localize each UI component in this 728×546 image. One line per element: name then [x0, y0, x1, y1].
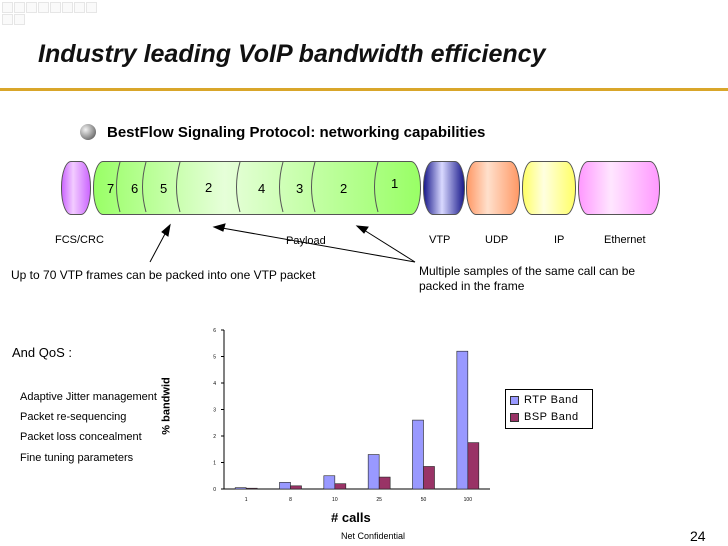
- segment-fcs: [61, 161, 91, 215]
- payload-number: 5: [160, 181, 168, 196]
- bar-rtp: [279, 482, 291, 490]
- qos-item: Adaptive Jitter management: [20, 391, 157, 403]
- bar-bsp: [334, 483, 347, 490]
- qos-item: Packet loss concealment: [20, 431, 142, 443]
- legend-entry-bsp: BSP Band: [510, 411, 579, 423]
- qos-item: Fine tuning parameters: [20, 452, 134, 464]
- decor-square: [74, 2, 85, 13]
- segment-ethernet: [578, 161, 660, 215]
- payload-number: 4: [258, 181, 266, 196]
- page-number: 24: [690, 528, 706, 544]
- bar-bsp: [467, 442, 480, 490]
- segment-udp: [466, 161, 520, 215]
- decor-square: [14, 14, 25, 25]
- decor-square: [2, 14, 13, 25]
- bar-bsp: [423, 466, 435, 490]
- note-packing: Up to 70 VTP frames can be packed into o…: [11, 268, 316, 282]
- y-tick-label: 4: [213, 381, 216, 387]
- chart-legend: RTP Band BSP Band: [505, 389, 593, 429]
- payload-number: 2: [340, 181, 348, 196]
- y-tick-label: 0: [213, 487, 216, 493]
- x-tick-label: 100: [464, 497, 473, 503]
- x-tick-label: 1: [245, 497, 248, 503]
- bar-rtp: [234, 487, 247, 490]
- legend-label: BSP Band: [524, 411, 579, 423]
- footer-text: Net Confidential: [341, 531, 406, 541]
- legend-label: RTP Band: [524, 394, 579, 406]
- payload-number: 3: [296, 181, 304, 196]
- decor-square: [26, 2, 37, 13]
- qos-title: And QoS :: [12, 345, 72, 360]
- y-tick-label: 1: [213, 461, 216, 467]
- x-tick-label: 25: [376, 497, 382, 503]
- decor-square: [50, 2, 61, 13]
- payload-number: 1: [391, 176, 399, 191]
- note-samples-line1: Multiple samples of the same call can be: [419, 264, 636, 278]
- y-axis-label: % bandwid: [160, 377, 173, 435]
- bar-bsp: [378, 476, 391, 490]
- label-fcs: FCS/CRC: [55, 234, 104, 246]
- payload-number: 7: [107, 181, 115, 196]
- label-ip: IP: [554, 234, 565, 246]
- note-samples-line2: packed in the frame: [419, 279, 525, 293]
- y-tick-label: 2: [213, 434, 216, 440]
- label-ethernet: Ethernet: [604, 234, 646, 246]
- decor-square: [86, 2, 97, 13]
- legend-entry-rtp: RTP Band: [510, 394, 578, 406]
- bar-rtp: [323, 475, 336, 490]
- x-axis-label: # calls: [331, 510, 371, 525]
- y-tick-label: 6: [213, 328, 216, 334]
- payload-number: 2: [205, 180, 213, 195]
- bar-bsp: [290, 485, 302, 490]
- x-tick-label: 8: [289, 497, 292, 503]
- decor-square: [62, 2, 73, 13]
- slide-subtitle: BestFlow Signaling Protocol: networking …: [107, 124, 486, 141]
- legend-swatch: [510, 395, 519, 405]
- segment-vtp: [423, 161, 465, 215]
- segment-dividers: [116, 161, 416, 263]
- bar-rtp: [456, 350, 469, 490]
- label-payload: Payload: [286, 235, 326, 247]
- bar-rtp: [367, 454, 380, 490]
- y-tick-label: 5: [213, 355, 216, 361]
- slide-title: Industry leading VoIP bandwidth efficien…: [38, 40, 546, 68]
- payload-number: 6: [131, 181, 139, 196]
- segment-payload: [93, 161, 421, 215]
- x-tick-label: 50: [421, 497, 427, 503]
- y-tick-label: 3: [213, 408, 216, 414]
- label-udp: UDP: [485, 234, 509, 246]
- legend-swatch: [510, 412, 519, 422]
- bar-rtp: [412, 419, 424, 490]
- decor-square: [38, 2, 49, 13]
- segment-ip: [522, 161, 576, 215]
- header-decoration: [0, 0, 728, 30]
- x-tick-label: 10: [332, 497, 338, 503]
- decor-square: [14, 2, 25, 13]
- label-vtp: VTP: [429, 234, 451, 246]
- bar-bsp: [245, 487, 258, 490]
- bullet-sphere-icon: [80, 124, 96, 140]
- decor-square: [2, 2, 13, 13]
- title-underline: [0, 88, 728, 91]
- qos-item: Packet re-sequencing: [20, 411, 127, 423]
